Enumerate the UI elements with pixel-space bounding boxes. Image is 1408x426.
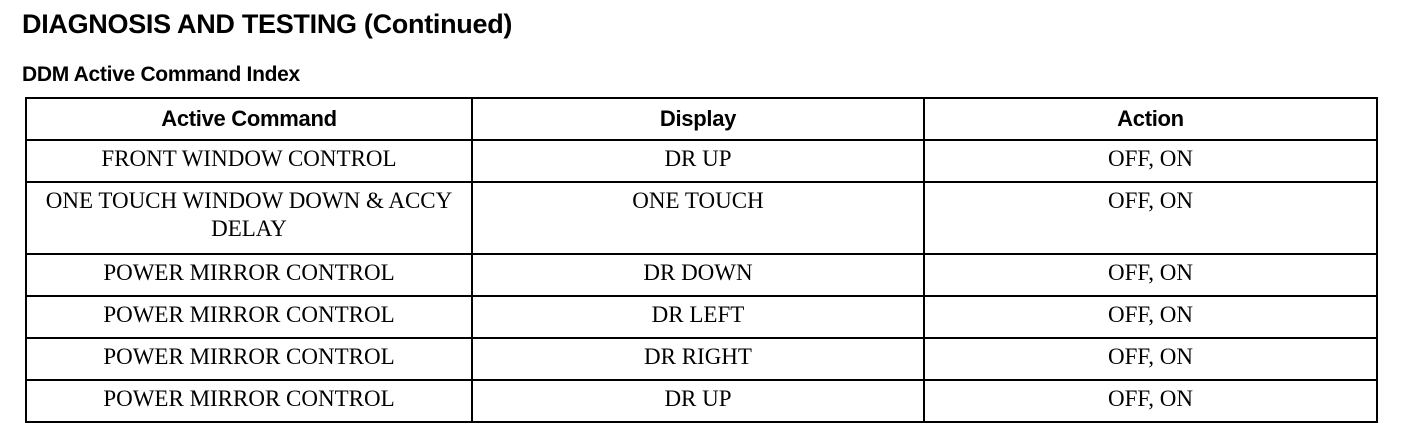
display-cell: DR RIGHT [471, 337, 925, 381]
display-cell: DR UP [471, 379, 925, 423]
action-cell: OFF, ON [923, 379, 1378, 423]
table-row: POWER MIRROR CONTROL DR UP OFF, ON [25, 379, 1378, 423]
active-command-table: Active Command Display Action FRONT WIND… [25, 97, 1378, 423]
active-command-cell: POWER MIRROR CONTROL [25, 253, 473, 297]
table-header-row: Active Command Display Action [25, 97, 1378, 141]
section-title: DDM Active Command Index [22, 63, 300, 86]
table-row: POWER MIRROR CONTROL DR LEFT OFF, ON [25, 295, 1378, 339]
action-cell: OFF, ON [923, 253, 1378, 297]
action-cell: OFF, ON [923, 139, 1378, 183]
column-header-action: Action [923, 97, 1378, 141]
column-header-active-command: Active Command [25, 97, 473, 141]
action-cell: OFF, ON [923, 337, 1378, 381]
active-command-cell: POWER MIRROR CONTROL [25, 295, 473, 339]
table-row: ONE TOUCH WINDOW DOWN & ACCY DELAY ONE T… [25, 181, 1378, 255]
display-cell: DR UP [471, 139, 925, 183]
display-cell: DR LEFT [471, 295, 925, 339]
page-title: DIAGNOSIS AND TESTING (Continued) [22, 9, 513, 39]
action-cell: OFF, ON [923, 295, 1378, 339]
active-command-cell: ONE TOUCH WINDOW DOWN & ACCY DELAY [25, 181, 473, 255]
table-row: FRONT WINDOW CONTROL DR UP OFF, ON [25, 139, 1378, 183]
active-command-cell: FRONT WINDOW CONTROL [25, 139, 473, 183]
action-cell: OFF, ON [923, 181, 1378, 255]
display-cell: ONE TOUCH [471, 181, 925, 255]
active-command-cell: POWER MIRROR CONTROL [25, 337, 473, 381]
active-command-cell: POWER MIRROR CONTROL [25, 379, 473, 423]
display-cell: DR DOWN [471, 253, 925, 297]
table-row: POWER MIRROR CONTROL DR RIGHT OFF, ON [25, 337, 1378, 381]
table-row: POWER MIRROR CONTROL DR DOWN OFF, ON [25, 253, 1378, 297]
column-header-display: Display [471, 97, 925, 141]
